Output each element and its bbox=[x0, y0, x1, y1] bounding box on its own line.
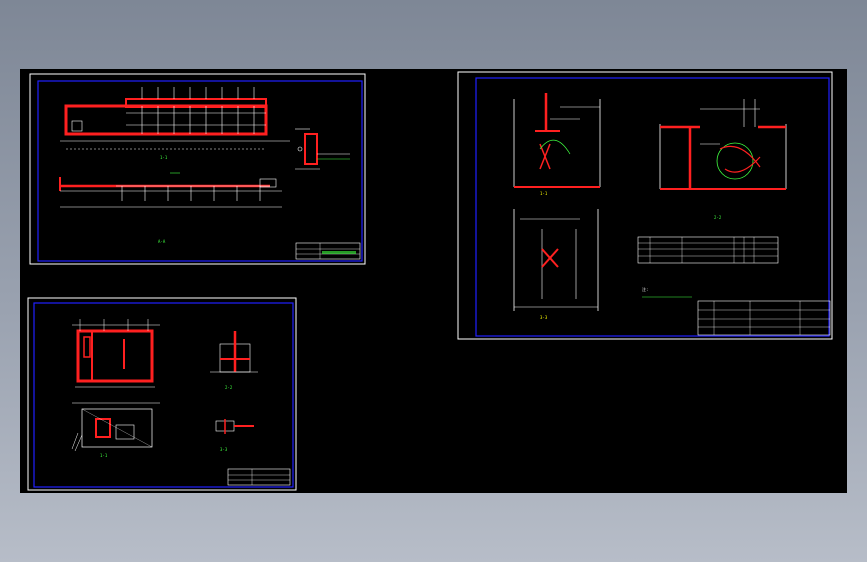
sheet-1-detail bbox=[295, 128, 350, 170]
sheet-3-section-b bbox=[659, 99, 787, 190]
sheet-3[interactable]: 1-1 2-2 3-3 bbox=[457, 71, 833, 340]
sheet-3-label-b: 2-2 bbox=[714, 215, 722, 220]
sheet-2-frame bbox=[33, 302, 294, 488]
sheet-3-note: 注: bbox=[642, 286, 648, 292]
sheet-3-section-c bbox=[513, 209, 599, 311]
sheet-3-label-c: 3-3 bbox=[540, 315, 548, 320]
sheet-1[interactable]: 1-1 A-A bbox=[29, 73, 366, 265]
sheet-1-tank-plan bbox=[60, 87, 290, 150]
sheet-2-tank-plan bbox=[71, 402, 160, 452]
sheet-1-title-block bbox=[295, 242, 361, 260]
sheet-2-border bbox=[27, 297, 297, 491]
cad-drawing: 1-1 A-A bbox=[27, 71, 833, 491]
sheet-2-plan-label: 1-1 bbox=[100, 453, 108, 458]
sheet-2[interactable]: 1-1 2-2 3-3 bbox=[27, 297, 297, 491]
cad-model-space[interactable]: 1-1 A-A bbox=[20, 69, 847, 493]
sheet-2-section-b bbox=[215, 419, 254, 434]
sheet-3-border bbox=[457, 71, 833, 340]
sheet-1-frame bbox=[37, 80, 363, 262]
sheet-1-border bbox=[29, 73, 366, 265]
sheet-1-section-label: A-A bbox=[158, 239, 166, 244]
sheet-3-label-a: 1-1 bbox=[540, 191, 548, 196]
sheet-1-plan-label: 1-1 bbox=[160, 155, 168, 160]
sheet-2-section-b-label: 3-3 bbox=[220, 447, 228, 452]
sheet-1-tank-section bbox=[59, 172, 282, 208]
sheet-2-section-a-label: 2-2 bbox=[225, 385, 233, 390]
sheet-3-title-block bbox=[697, 300, 831, 336]
sheet-3-material-table bbox=[637, 236, 779, 264]
sheet-3-section-a bbox=[513, 93, 601, 188]
sheet-2-title-block bbox=[227, 468, 291, 486]
sheet-2-tank-section bbox=[72, 319, 160, 388]
sheet-2-section-a bbox=[210, 331, 258, 373]
sheet-3-frame bbox=[475, 77, 830, 337]
